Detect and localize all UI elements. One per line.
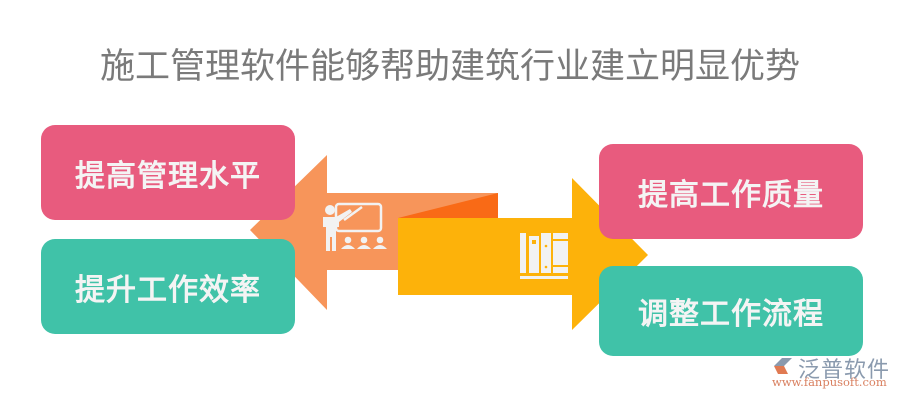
benefit-label: 提升工作效率 bbox=[75, 272, 261, 308]
logo-url: www.fanpusoft.com bbox=[772, 375, 887, 389]
benefit-label: 提高工作质量 bbox=[638, 177, 824, 213]
books-shelf-icon bbox=[520, 233, 568, 279]
left-arrow bbox=[250, 155, 498, 310]
benefit-box-improve-management: 提高管理水平 bbox=[41, 125, 295, 220]
fanpu-logo: 泛普软件 www.fanpusoft.com bbox=[768, 352, 898, 392]
logo-mark-icon bbox=[774, 358, 792, 374]
benefit-box-improve-efficiency: 提升工作效率 bbox=[41, 239, 295, 334]
benefit-label: 提高管理水平 bbox=[75, 158, 261, 194]
benefit-box-adjust-workflow: 调整工作流程 bbox=[599, 266, 863, 356]
benefit-label: 调整工作流程 bbox=[638, 297, 824, 332]
diagram-title: 施工管理软件能够帮助建筑行业建立明显优势 bbox=[99, 47, 800, 87]
benefit-box-improve-quality: 提高工作质量 bbox=[599, 144, 863, 239]
logo-name: 泛普软件 bbox=[798, 358, 891, 383]
teacher-presentation-icon bbox=[323, 202, 387, 251]
arrow-fold bbox=[398, 193, 498, 218]
